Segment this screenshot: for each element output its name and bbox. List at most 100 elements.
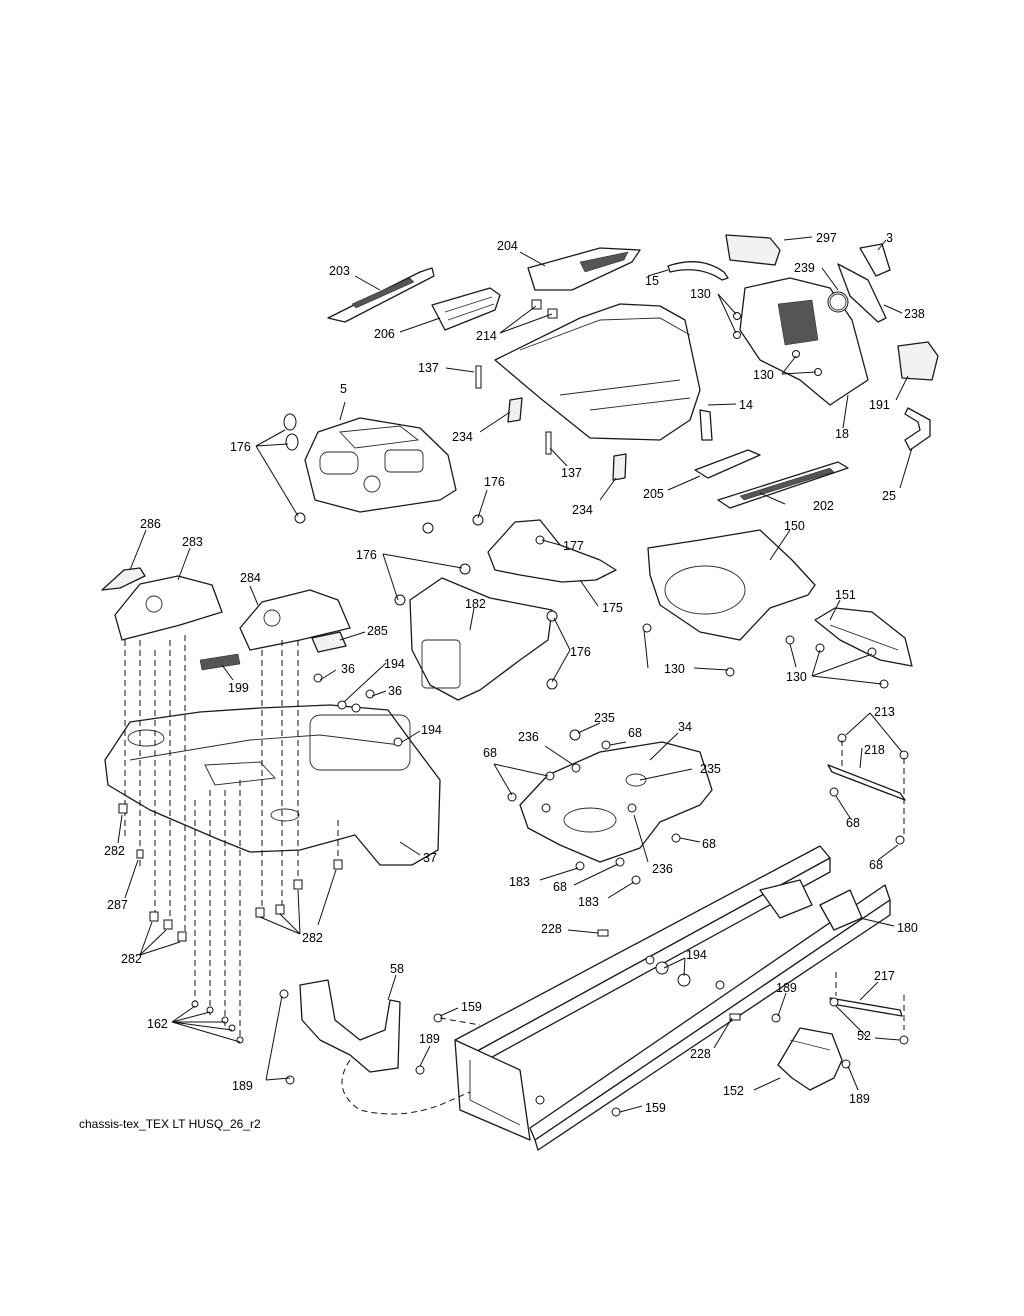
callout-numbers: 203 206 204 214 15 297 3 239 238 130 130…	[104, 231, 925, 1115]
part-218-bracket	[827, 733, 909, 845]
part-206-side-vent	[431, 287, 501, 331]
part-238-headlight-lens	[837, 263, 887, 323]
callout-282-upper: 282	[104, 844, 125, 858]
callout-37: 37	[423, 851, 437, 865]
part-228-194-hardware	[597, 929, 741, 1021]
callout-137-upper: 137	[418, 361, 439, 375]
callout-152: 152	[723, 1084, 744, 1098]
callout-202: 202	[813, 499, 834, 513]
callout-130-tank: 130	[664, 662, 685, 676]
callout-150: 150	[784, 519, 805, 533]
callout-36-lower: 36	[388, 684, 402, 698]
part-5-dash-console	[304, 417, 457, 513]
part-18-front-nose	[739, 277, 869, 406]
callout-286: 286	[140, 517, 161, 531]
callout-228-upper: 228	[541, 922, 562, 936]
part-15-trim-strip	[667, 261, 729, 281]
callout-228-lower: 228	[690, 1047, 711, 1061]
part-150-tank-housing	[642, 529, 816, 677]
part-202-grille-bar	[717, 461, 849, 509]
part-282-287-162-clips	[118, 803, 343, 1044]
callout-285: 285	[367, 624, 388, 638]
part-152-guard	[771, 1013, 851, 1091]
callout-130-upper: 130	[690, 287, 711, 301]
callout-162: 162	[147, 1017, 168, 1031]
part-204-top-vent	[527, 247, 641, 291]
callout-130-bracket: 130	[786, 670, 807, 684]
callout-189-right-upper: 189	[776, 981, 797, 995]
callout-137-lower: 137	[561, 466, 582, 480]
part-176-hardware-dash	[283, 413, 484, 534]
part-25-bracket	[904, 407, 931, 451]
part-34-plate	[507, 729, 713, 885]
callout-236-upper: 236	[518, 730, 539, 744]
callout-183-lower: 183	[578, 895, 599, 909]
callout-191: 191	[869, 398, 890, 412]
callout-214: 214	[476, 329, 497, 343]
callout-234-upper: 234	[452, 430, 473, 444]
callout-218: 218	[864, 743, 885, 757]
callout-58: 58	[390, 962, 404, 976]
callout-234-lower: 234	[572, 503, 593, 517]
callout-235-upper: 235	[594, 711, 615, 725]
callout-159-upper: 159	[461, 1000, 482, 1014]
part-3-badge	[859, 243, 891, 277]
part-286-trim	[101, 567, 146, 591]
callout-176-right: 176	[484, 475, 505, 489]
part-151-bracket	[785, 607, 913, 689]
callout-68-lower: 68	[553, 880, 567, 894]
part-203-grille-strip	[327, 267, 435, 323]
callout-239: 239	[794, 261, 815, 275]
callout-52: 52	[857, 1029, 871, 1043]
part-284-cover	[239, 589, 351, 651]
callout-34: 34	[678, 720, 692, 734]
callout-159-lower: 159	[645, 1101, 666, 1115]
callout-15: 15	[645, 274, 659, 288]
part-137-pin-upper	[475, 365, 482, 389]
callout-151: 151	[835, 588, 856, 602]
callout-189-right-lower: 189	[849, 1092, 870, 1106]
callout-238: 238	[904, 307, 925, 321]
diagram-caption: chassis-tex_TEX LT HUSQ_26_r2	[79, 1117, 261, 1131]
callout-282-lower: 282	[121, 952, 142, 966]
part-37-fender	[104, 704, 441, 866]
part-239-emblem	[829, 293, 847, 311]
callout-176-left: 176	[230, 440, 251, 454]
part-182-lower-dash	[394, 563, 558, 701]
part-297-pad	[725, 234, 781, 266]
callout-287: 287	[107, 898, 128, 912]
callout-283: 283	[182, 535, 203, 549]
callout-3: 3	[886, 231, 893, 245]
callout-194-plate: 194	[421, 723, 442, 737]
callout-177: 177	[563, 539, 584, 553]
callout-68-bracket-right: 68	[869, 858, 883, 872]
callout-205: 205	[643, 487, 664, 501]
callout-213: 213	[874, 705, 895, 719]
callout-194-fender: 194	[384, 657, 405, 671]
part-205-side-strip	[694, 449, 761, 479]
callout-183-upper: 183	[509, 875, 530, 889]
callout-175: 175	[602, 601, 623, 615]
callout-282-right: 282	[302, 931, 323, 945]
callout-189-center: 189	[419, 1032, 440, 1046]
part-285-trim	[311, 631, 347, 653]
callout-176-lower: 176	[570, 645, 591, 659]
callout-68-right: 68	[702, 837, 716, 851]
part-137-pin-lower	[545, 431, 552, 455]
callout-297: 297	[816, 231, 837, 245]
callout-194-frame: 194	[686, 948, 707, 962]
leader-lines	[117, 236, 913, 1113]
callout-130-mid: 130	[753, 368, 774, 382]
callout-68-bracket-left: 68	[846, 816, 860, 830]
callout-68-left: 68	[483, 746, 497, 760]
callout-25: 25	[882, 489, 896, 503]
callout-199: 199	[228, 681, 249, 695]
callout-68-upper: 68	[628, 726, 642, 740]
callout-236-lower: 236	[652, 862, 673, 876]
callout-5: 5	[340, 382, 347, 396]
part-180-frame	[454, 845, 891, 1151]
callout-217: 217	[874, 969, 895, 983]
callout-14: 14	[739, 398, 753, 412]
callout-176-center: 176	[356, 548, 377, 562]
